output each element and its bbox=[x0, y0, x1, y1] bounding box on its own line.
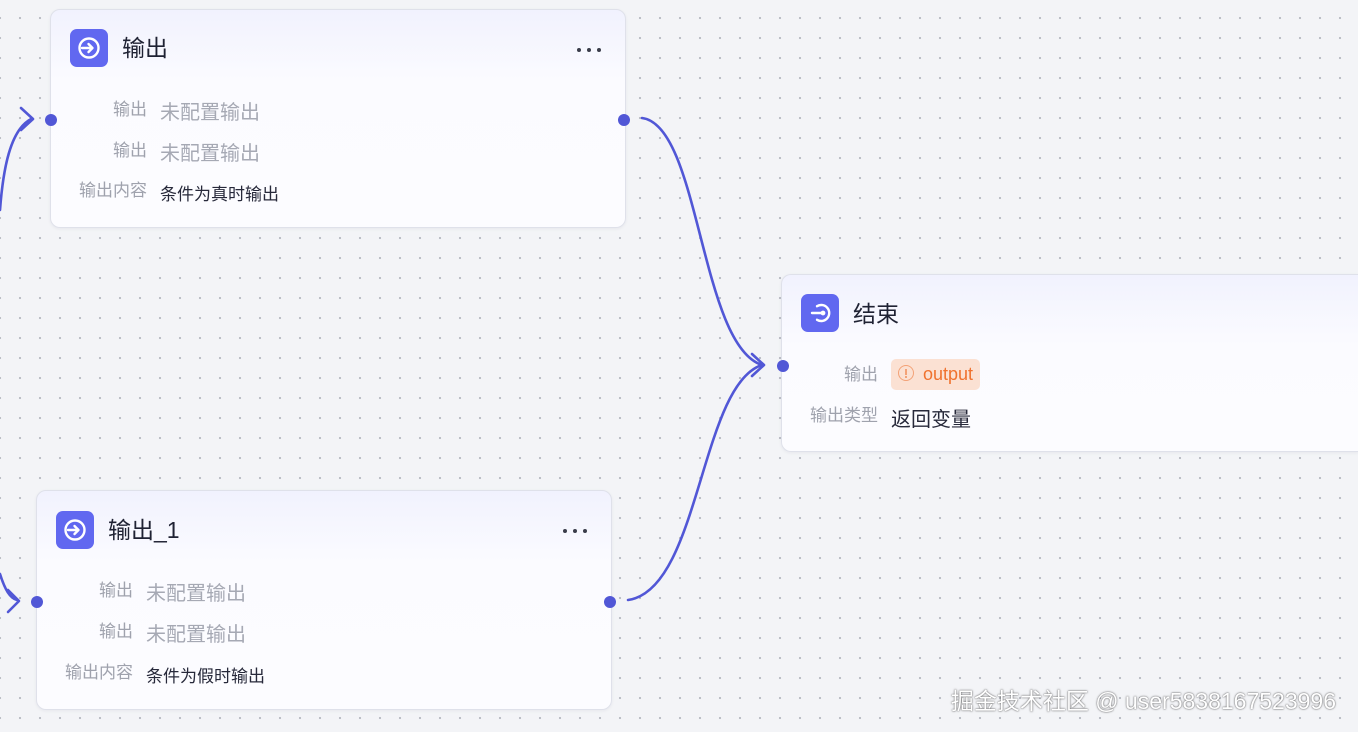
node-title: 输出 bbox=[122, 35, 168, 61]
edge-output1-to-end bbox=[626, 363, 764, 602]
end-node[interactable]: 结束 输出 output 输出类型 返回变量 bbox=[777, 274, 1358, 452]
edge-incoming-output1 bbox=[0, 572, 19, 602]
edge-output-to-end bbox=[640, 116, 764, 367]
config-row: 输出 bbox=[37, 620, 133, 644]
config-row: 输出 bbox=[37, 579, 133, 603]
row-label: 输出内容 bbox=[79, 181, 147, 200]
warning-circle-icon bbox=[898, 365, 914, 381]
arrow-into-circle-icon bbox=[801, 294, 839, 332]
edge-incoming-output bbox=[0, 117, 33, 212]
row-label: 输出 bbox=[113, 100, 147, 119]
row-value: 返回变量 bbox=[891, 409, 971, 431]
row-label: 输出 bbox=[113, 141, 147, 160]
row-value: 条件为假时输出 bbox=[146, 667, 265, 686]
edge-arrow-incoming-output bbox=[19, 106, 35, 132]
output-port[interactable] bbox=[604, 596, 616, 608]
node-title: 结束 bbox=[853, 301, 899, 327]
ellipsis-icon[interactable] bbox=[561, 526, 591, 536]
config-row: 输出 bbox=[51, 139, 147, 163]
arrow-into-circle-icon bbox=[56, 511, 94, 549]
output-1-node[interactable]: 输出_1 输出 未配置输出 输出 未配置输出 输出内容 条件为假时输出 bbox=[31, 490, 616, 710]
output-variable-tag[interactable]: output bbox=[891, 359, 981, 390]
output-port[interactable] bbox=[618, 114, 630, 126]
row-value: 未配置输出 bbox=[146, 583, 246, 605]
row-label: 输出内容 bbox=[65, 663, 133, 682]
row-value: 未配置输出 bbox=[146, 624, 246, 646]
row-label: 输出 bbox=[844, 365, 878, 384]
output-variable-name: output bbox=[923, 364, 974, 384]
row-value: 条件为真时输出 bbox=[160, 185, 279, 204]
input-port[interactable] bbox=[777, 360, 789, 372]
output-node[interactable]: 输出 输出 未配置输出 输出 未配置输出 输出内容 条件为真时输出 bbox=[45, 9, 630, 228]
row-label: 输出 bbox=[99, 581, 133, 600]
row-value: 未配置输出 bbox=[160, 102, 260, 124]
config-row: 输出 bbox=[51, 98, 147, 122]
config-row: 输出内容 bbox=[37, 661, 133, 685]
input-port[interactable] bbox=[31, 596, 43, 608]
ellipsis-icon[interactable] bbox=[575, 45, 605, 55]
config-row: 输出内容 bbox=[51, 179, 147, 203]
row-value: 未配置输出 bbox=[160, 143, 260, 165]
input-port[interactable] bbox=[45, 114, 57, 126]
row-label: 输出 bbox=[99, 622, 133, 641]
edge-arrow-incoming-output1 bbox=[6, 588, 21, 614]
row-label: 输出类型 bbox=[810, 406, 878, 425]
output-type-row: 输出类型 bbox=[782, 404, 878, 428]
node-title: 输出_1 bbox=[108, 517, 180, 543]
watermark: 掘金技术社区 @ user5838167523996 bbox=[950, 688, 1336, 714]
output-row: 输出 bbox=[782, 363, 878, 387]
arrow-into-circle-icon bbox=[70, 29, 108, 67]
edge-arrow-end bbox=[750, 352, 766, 378]
